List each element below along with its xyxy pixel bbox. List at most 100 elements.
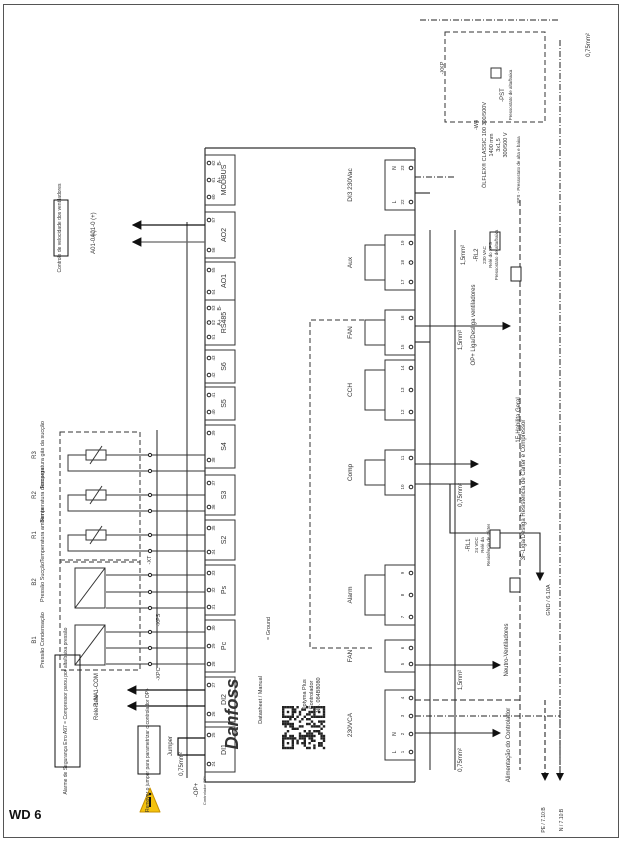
terminal-point[interactable] — [408, 240, 414, 246]
sensor-label: Temperatura ambiente — [40, 507, 46, 562]
relay-block — [384, 159, 416, 211]
sensor-label: Temperatura descarga — [40, 467, 46, 523]
cable-spec: 3x1,5 — [496, 138, 502, 151]
terminal-block-ao2 — [204, 211, 236, 259]
terminal-block-di1 — [204, 726, 236, 773]
terminal-point[interactable] — [206, 682, 212, 688]
connector-pin — [147, 605, 153, 611]
terminal-number: 3 — [400, 714, 405, 717]
terminal-point[interactable] — [206, 320, 212, 325]
terminal-number: 52 — [211, 320, 216, 326]
terminal-block-pc — [204, 619, 236, 673]
terminal-number: 5 — [400, 662, 405, 665]
terminal-block-label: AO1 — [221, 274, 228, 288]
terminal-point[interactable] — [408, 279, 414, 285]
enable-general-label: 1F-Habilita Geral — [516, 397, 522, 442]
terminal-point[interactable] — [206, 604, 212, 610]
terminal-point[interactable] — [206, 217, 212, 223]
qr-code[interactable] — [282, 706, 326, 750]
terminal-point[interactable] — [408, 199, 414, 205]
terminal-block-s4 — [204, 424, 236, 469]
terminal-point[interactable] — [408, 365, 414, 371]
terminal-point[interactable] — [206, 625, 212, 631]
terminal-point[interactable] — [408, 614, 414, 620]
terminal-point[interactable] — [408, 749, 414, 755]
terminal-point[interactable] — [408, 315, 414, 321]
terminal-point[interactable] — [408, 455, 414, 461]
terminal-number: 34 — [211, 549, 216, 555]
relay-block — [384, 234, 416, 291]
terminal-point[interactable] — [408, 661, 414, 667]
terminal-number: 8 — [400, 593, 405, 596]
terminal-point[interactable] — [206, 643, 212, 649]
terminal-point[interactable] — [206, 549, 212, 555]
terminal-point[interactable] — [206, 305, 212, 311]
terminal-point[interactable] — [408, 695, 414, 701]
terminal-point[interactable] — [206, 504, 212, 510]
wire-gauge: 0,75mm² — [179, 752, 185, 776]
jumper-label: Jumper — [168, 736, 174, 756]
terminal-point[interactable] — [408, 731, 414, 737]
ao2-outputs — [131, 220, 205, 247]
terminal-point[interactable] — [206, 570, 212, 576]
terminal-point[interactable] — [206, 732, 212, 738]
pin-label: N — [392, 166, 398, 170]
relay-block — [384, 359, 416, 421]
terminal-point[interactable] — [408, 592, 414, 598]
wire-gauge: 0,75mm² — [458, 748, 464, 772]
terminal-number: 31 — [211, 604, 216, 610]
terminal-point[interactable] — [206, 194, 212, 200]
terminal-point[interactable] — [206, 480, 212, 486]
terminal-point[interactable] — [408, 484, 414, 490]
terminal-point[interactable] — [206, 247, 212, 253]
terminal-point[interactable] — [206, 289, 212, 295]
terminal-point[interactable] — [206, 525, 212, 531]
terminal-point[interactable] — [206, 430, 212, 436]
product-line: Optyma Plus — [302, 679, 308, 711]
terminal-point[interactable] — [206, 761, 212, 767]
terminal-point[interactable] — [206, 392, 212, 398]
terminal-point[interactable] — [206, 355, 212, 361]
gnd-label: GND / 6.10A — [546, 584, 552, 616]
terminal-point[interactable] — [206, 661, 212, 667]
crankcase-label: 3F-Liga/Desliga Resistência de Cárter e … — [521, 420, 527, 561]
connector-pin — [147, 572, 153, 578]
terminal-point[interactable] — [408, 387, 414, 393]
terminal-point[interactable] — [206, 409, 212, 415]
connector-xkp: -XKP — [440, 61, 446, 74]
rl2-desc: Relé do XPS — [488, 242, 493, 268]
terminal-block-label: S5 — [221, 399, 228, 408]
thermistor-slash — [89, 525, 103, 545]
relay-contact — [364, 459, 385, 486]
sensor-id: B2 — [32, 578, 38, 586]
terminal-point[interactable] — [206, 457, 212, 463]
terminal-block-label: Ps — [221, 585, 228, 594]
terminal-block-label: AO2 — [221, 228, 228, 242]
terminal-point[interactable] — [408, 165, 414, 171]
connector-pin — [147, 589, 153, 595]
terminal-point[interactable] — [408, 344, 414, 350]
terminal-number: 39 — [211, 430, 216, 436]
terminal-point[interactable] — [408, 409, 414, 415]
terminal-point[interactable] — [206, 267, 212, 273]
remove-jumper-note: Remover o jumper para parametrizar o con… — [145, 688, 151, 812]
terminal-point[interactable] — [206, 160, 212, 166]
terminal-point[interactable] — [206, 334, 212, 340]
ao1-plus-label: A01-0 (+) — [91, 212, 97, 237]
connector-xpc: -XPC — [156, 667, 162, 680]
terminal-block-label: Pc — [221, 641, 228, 650]
terminal-point[interactable] — [408, 260, 414, 265]
terminal-number: 42 — [211, 372, 216, 378]
terminal-point[interactable] — [206, 587, 212, 593]
terminal-point[interactable] — [408, 645, 414, 651]
terminal-point[interactable] — [206, 372, 212, 378]
sensor-label: Pressão Sucção — [40, 562, 46, 602]
terminal-point[interactable] — [206, 177, 212, 183]
sensor-lines — [106, 452, 205, 667]
relay-block-label: Alarm — [347, 587, 354, 604]
terminal-point[interactable] — [206, 711, 212, 717]
terminal-point[interactable] — [408, 570, 414, 576]
thermistors — [67, 445, 140, 552]
terminal-number: 25 — [211, 732, 216, 738]
terminal-point[interactable] — [408, 713, 414, 719]
